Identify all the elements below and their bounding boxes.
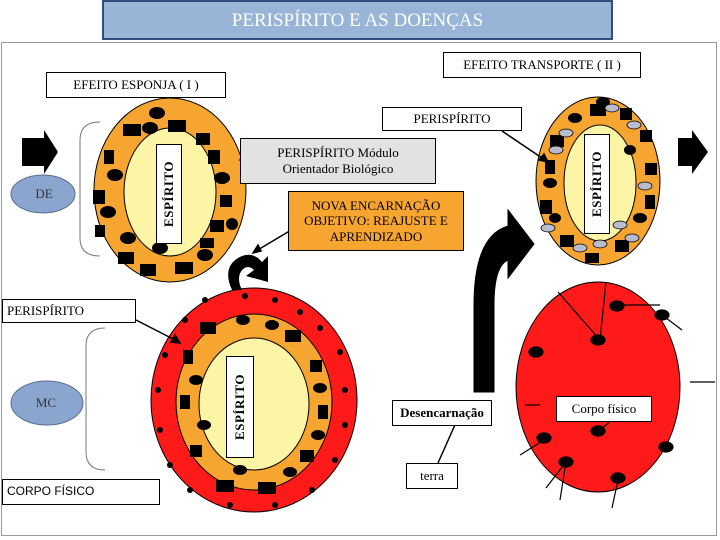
perispirito-top-label: PERISPÍRITO [382,107,522,131]
espirito-top-right-label: ESPÍRITO [584,134,610,234]
espirito-top-right-text: ESPÍRITO [589,151,604,217]
efeito-transporte-label: EFEITO TRANSPORTE ( II ) [443,52,641,78]
bracket-bottom-left [85,327,106,471]
page-title: PERISPÍRITO E AS DOENÇAS [102,0,613,40]
bracket-top-left [79,121,101,257]
espirito-top-left-label: ESPÍRITO [156,144,182,244]
desencarnacao-label: Desencarnação [392,400,492,426]
espirito-bottom-label: ESPÍRITO [226,356,254,458]
diagram-frame [1,42,717,536]
corpo-fisico-right-label: Corpo físico [556,396,652,422]
arrow-entering-icon [22,130,58,174]
terra-label: terra [406,463,458,489]
de-label: DE [35,186,53,201]
modulo-line-1: PERISPÍRITO Módulo [277,145,399,161]
mc-label: MC [35,395,57,410]
corpo-fisico-left-label: CORPO FÍSICO [2,479,160,505]
encarnacao-line-1: NOVA ENCARNAÇÃO [311,197,441,213]
encarnacao-line-2: OBJETIVO: REAJUSTE E [304,213,448,229]
espirito-bottom-text: ESPÍRITO [232,374,247,440]
encarnacao-line-3: APRENDIZADO [329,228,423,244]
modulo-note: PERISPÍRITO Módulo Orientador Biológico [240,138,436,184]
arrow-exiting-icon [678,130,708,174]
espirito-top-left-text: ESPÍRITO [161,161,176,227]
mc-oval [10,380,84,426]
efeito-esponja-label: EFEITO ESPONJA ( I ) [46,72,226,98]
modulo-line-2: Orientador Biológico [282,161,394,176]
connector-perispirito-left [135,319,176,341]
perispirito-left-label: PERISPÍRITO [2,299,136,323]
bottom-incarnate-oval [150,287,358,513]
encarnacao-note: NOVA ENCARNAÇÃO OBJETIVO: REAJUSTE E APR… [288,191,464,251]
de-oval [10,174,76,214]
reincarnation-arrow-icon [228,254,268,290]
connector-perispirito-top [501,130,546,161]
desencarnacao-arrow-icon [473,208,535,393]
top-left-perispirito-oval [93,97,247,283]
corpo-fisico-oval [515,281,715,509]
